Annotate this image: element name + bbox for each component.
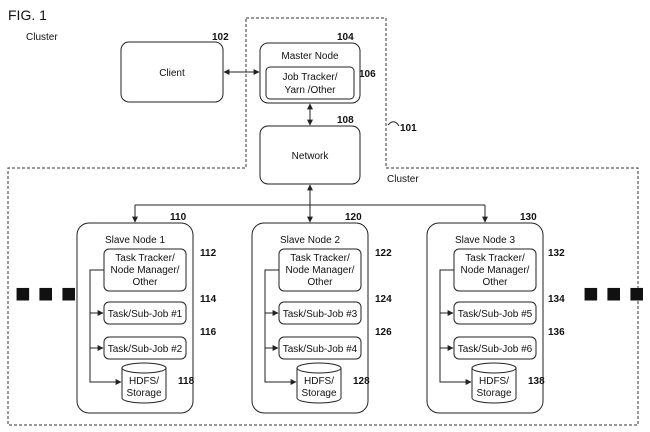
slave-node-1-task-a-label: Task/Sub-Job #1 <box>108 309 183 320</box>
slave-node-2-task-a-box <box>278 301 362 325</box>
slave-node-1-tracker-to-storage <box>89 269 122 385</box>
slave-node-3-storage-line1: HDFS/ <box>479 376 509 387</box>
slave-node-1-ref: 110 <box>170 212 187 223</box>
slave-node-3-task-b-label: Task/Sub-Job #6 <box>458 344 533 355</box>
slave-node-3-tracker-to-storage <box>439 269 472 385</box>
slave-node-3: Slave Node 3 130 Task Tracker/ Node Mana… <box>426 212 565 414</box>
slave-node-1-tracker-line3: Other <box>132 277 158 288</box>
slave-node-2-tracker-line3: Other <box>307 277 333 288</box>
slave-node-3-storage-ref: 138 <box>528 376 545 387</box>
slave-node-1: Slave Node 1 110 Task Tracker/ Node Mana… <box>76 212 217 414</box>
slave-node-2-storage-ref: 128 <box>353 376 370 387</box>
slave-node-3-tracker-line1: Task Tracker/ <box>465 253 525 264</box>
top-cluster-label: Cluster <box>26 32 58 43</box>
slave-node-2-task-a-ref: 124 <box>375 294 392 305</box>
slave-node-1-task-b-box <box>103 336 187 360</box>
client-label: Client <box>159 68 185 79</box>
job-tracker-line2: Yarn /Other <box>285 85 337 96</box>
slave-node-2-tracker-to-storage <box>264 269 297 385</box>
slave-node-2-storage-line1: HDFS/ <box>304 376 334 387</box>
slave-node-3-tracker-line3: Other <box>482 277 508 288</box>
network-box <box>259 125 361 185</box>
slave-node-2-task-b-ref: 126 <box>375 327 392 338</box>
figure-title: FIG. 1 <box>8 7 47 23</box>
slave-node-3-task-a-box <box>453 301 537 325</box>
slave-node-1-storage-line1: HDFS/ <box>129 376 159 387</box>
slave-node-1-task-a-ref: 114 <box>200 294 217 305</box>
master-node-ref: 104 <box>337 32 354 43</box>
ellipsis-right: ■ ■ ■ <box>583 278 645 308</box>
slave-node-1-task-a-box <box>103 301 187 325</box>
slave-node-2-title: Slave Node 2 <box>280 235 340 246</box>
slave-node-2-storage-cylinder <box>296 368 342 404</box>
client-ref: 102 <box>212 32 229 43</box>
slave-node-1-storage-cylinder <box>121 368 167 404</box>
master-node-title: Master Node <box>281 51 339 62</box>
slave-node-3-tracker-line2: Node Manager/ <box>461 265 530 276</box>
client-box <box>120 41 224 103</box>
slave-node-3-task-b-box <box>453 336 537 360</box>
slave-node-1-storage-line2: Storage <box>126 388 161 399</box>
slave-node-1-task-b-ref: 116 <box>200 327 217 338</box>
slave-node-3-storage-line2: Storage <box>476 388 511 399</box>
slave-node-3-tracker-ref: 132 <box>548 248 565 259</box>
slave-node-2-task-b-box <box>278 336 362 360</box>
network-label: Network <box>292 151 330 162</box>
slave-node-2-tracker-ref: 122 <box>375 248 392 259</box>
slave-node-2-task-b-label: Task/Sub-Job #4 <box>283 344 358 355</box>
slave-node-1-storage-cap <box>121 362 167 374</box>
slave-node-1-tracker-line1: Task Tracker/ <box>115 253 175 264</box>
slave-node-3-ref: 130 <box>520 212 537 223</box>
slave-node-2-tracker-line2: Node Manager/ <box>286 265 355 276</box>
slave-node-3-storage-cap <box>471 362 517 374</box>
slave-node-1-task-b-label: Task/Sub-Job #2 <box>108 344 183 355</box>
slave-node-2-ref: 120 <box>345 212 362 223</box>
slave-node-1-storage-ref: 118 <box>178 376 195 387</box>
job-tracker-line1: Job Tracker/ <box>282 72 337 83</box>
job-tracker-box <box>265 66 355 100</box>
slave-node-1-title: Slave Node 1 <box>105 235 165 246</box>
network-ref: 108 <box>337 115 354 126</box>
slave-node-3-task-a-ref: 134 <box>548 294 565 305</box>
cluster-boundary <box>7 17 639 426</box>
slave-node-2-task-a-label: Task/Sub-Job #3 <box>283 309 358 320</box>
ellipsis-left: ■ ■ ■ <box>15 278 77 308</box>
slave-node-1-tracker-line2: Node Manager/ <box>111 265 180 276</box>
slave-node-3-task-a-label: Task/Sub-Job #5 <box>458 309 533 320</box>
cluster-ref: 101 <box>400 123 417 134</box>
slave-node-3-task-b-ref: 136 <box>548 327 565 338</box>
slave-node-2-tracker-line1: Task Tracker/ <box>290 253 350 264</box>
slave-node-2: Slave Node 2 120 Task Tracker/ Node Mana… <box>251 212 392 414</box>
slave-node-1-tracker-ref: 112 <box>200 248 217 259</box>
cluster-leader-line <box>387 121 400 127</box>
slave-node-2-storage-cap <box>296 362 342 374</box>
slave-node-2-storage-line2: Storage <box>301 388 336 399</box>
bottom-cluster-label: Cluster <box>387 174 419 185</box>
slave-node-3-title: Slave Node 3 <box>455 235 515 246</box>
slave-node-3-storage-cylinder <box>471 368 517 404</box>
job-tracker-ref: 106 <box>359 69 376 80</box>
